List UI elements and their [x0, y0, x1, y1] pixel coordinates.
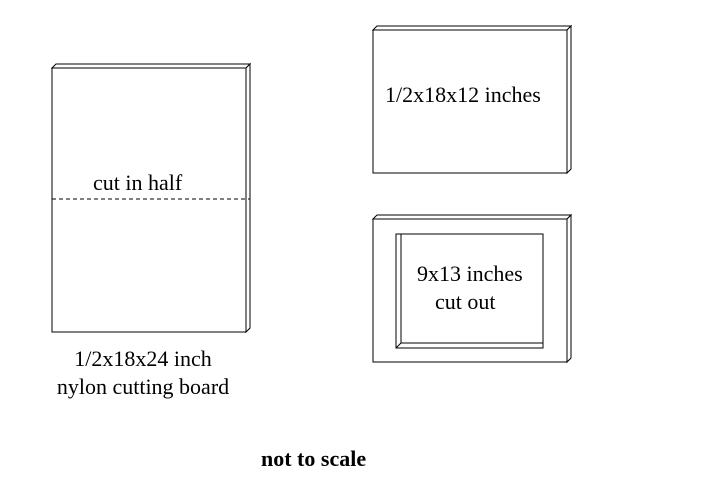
- cut-in-half-label: cut in half: [93, 170, 183, 195]
- half-board-dimension-label: 1/2x18x12 inches: [385, 82, 541, 107]
- cutout-opening: [395, 233, 544, 349]
- full-cutting-board: [50, 62, 252, 334]
- not-to-scale-note: not to scale: [261, 446, 367, 471]
- board-dimension-label: 1/2x18x24 inch: [74, 346, 212, 371]
- cutout-dimension-label: 9x13 inches: [417, 261, 523, 286]
- board-material-label: nylon cutting board: [56, 374, 230, 399]
- half-board-piece: [371, 24, 573, 175]
- cutout-caption-label: cut out: [435, 289, 496, 314]
